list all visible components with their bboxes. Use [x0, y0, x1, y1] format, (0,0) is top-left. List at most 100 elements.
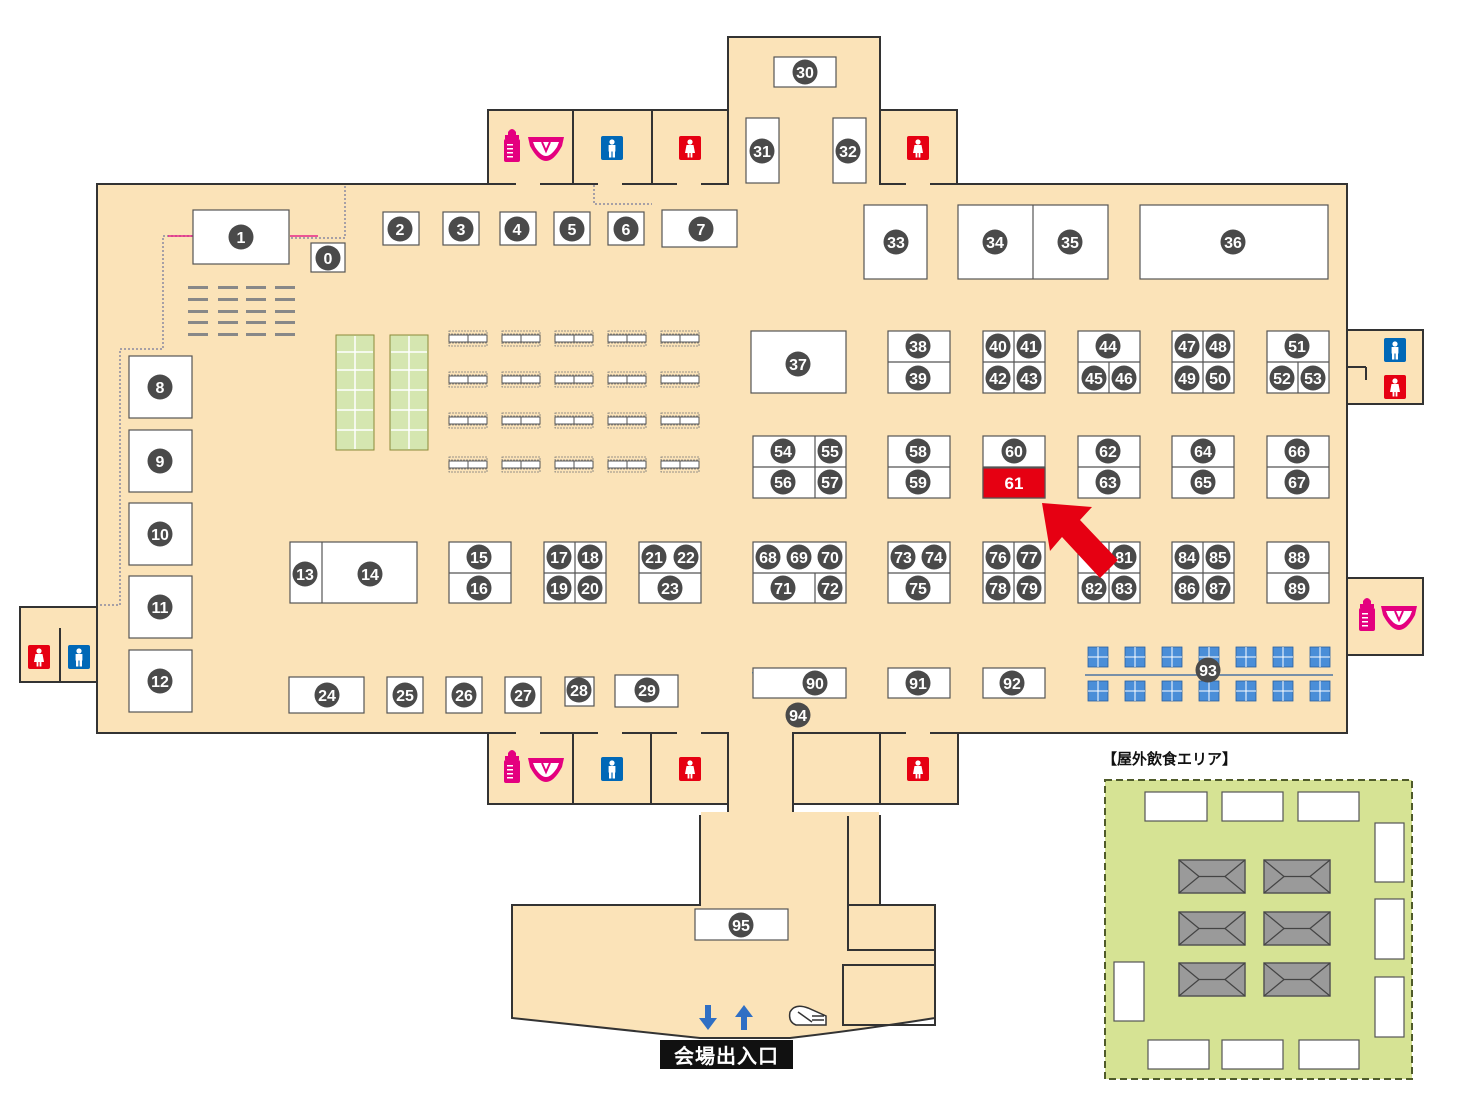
- booth-66-marker[interactable]: 66: [1284, 438, 1310, 464]
- booth-91-marker[interactable]: 91: [905, 670, 931, 696]
- booth-74-circle: [921, 544, 947, 570]
- booth-32-marker[interactable]: 32: [835, 138, 861, 164]
- booth-51-marker[interactable]: 51: [1284, 333, 1310, 359]
- booth-50-marker[interactable]: 50: [1205, 365, 1231, 391]
- booth-78-marker[interactable]: 78: [985, 575, 1011, 601]
- booth-52-marker[interactable]: 52: [1269, 365, 1295, 391]
- booth-36-marker[interactable]: 36: [1220, 229, 1246, 255]
- booth-35-marker[interactable]: 35: [1057, 229, 1083, 255]
- booth-17-marker[interactable]: 17: [546, 544, 572, 570]
- booth-11-marker[interactable]: 11: [147, 594, 173, 620]
- booth-19-marker[interactable]: 19: [546, 575, 572, 601]
- booth-54-marker[interactable]: 54: [770, 438, 796, 464]
- booth-69-marker[interactable]: 69: [786, 544, 812, 570]
- booth-44-marker[interactable]: 44: [1095, 333, 1121, 359]
- booth-62-marker[interactable]: 62: [1095, 438, 1121, 464]
- booth-23-marker[interactable]: 23: [657, 575, 683, 601]
- booth-5-marker[interactable]: 5: [559, 216, 585, 242]
- booth-72-marker[interactable]: 72: [817, 575, 843, 601]
- booth-21-marker[interactable]: 21: [641, 544, 667, 570]
- booth-13-marker[interactable]: 13: [292, 561, 318, 587]
- booth-8-marker[interactable]: 8: [147, 374, 173, 400]
- booth-64-marker[interactable]: 64: [1190, 438, 1216, 464]
- booth-41-marker[interactable]: 41: [1016, 333, 1042, 359]
- booth-15-marker[interactable]: 15: [466, 544, 492, 570]
- booth-57-marker[interactable]: 57: [817, 469, 843, 495]
- booth-48-marker[interactable]: 48: [1205, 333, 1231, 359]
- booth-9-marker[interactable]: 9: [147, 448, 173, 474]
- booth-16-marker[interactable]: 16: [466, 575, 492, 601]
- booth-90-marker[interactable]: 90: [802, 670, 828, 696]
- booth-7-marker[interactable]: 7: [688, 216, 714, 242]
- booth-49-marker[interactable]: 49: [1174, 365, 1200, 391]
- booth-6-marker[interactable]: 6: [613, 216, 639, 242]
- booth-76-marker[interactable]: 76: [985, 544, 1011, 570]
- booth-92-marker[interactable]: 92: [999, 670, 1025, 696]
- booth-88-marker[interactable]: 88: [1284, 544, 1310, 570]
- booth-43-marker[interactable]: 43: [1016, 365, 1042, 391]
- booth-86-marker[interactable]: 86: [1174, 575, 1200, 601]
- booth-83-marker[interactable]: 83: [1111, 575, 1137, 601]
- booth-10-marker[interactable]: 10: [147, 521, 173, 547]
- booth-0-marker[interactable]: 0: [315, 245, 341, 271]
- booth-94-marker[interactable]: 94: [785, 702, 811, 728]
- booth-20-marker[interactable]: 20: [577, 575, 603, 601]
- booth-9-label: 9: [156, 454, 165, 471]
- booth-74-marker[interactable]: 74: [921, 544, 947, 570]
- booth-27-marker[interactable]: 27: [510, 682, 536, 708]
- booth-68-marker[interactable]: 68: [755, 544, 781, 570]
- booth-25-marker[interactable]: 25: [392, 682, 418, 708]
- booth-28-marker[interactable]: 28: [566, 677, 592, 703]
- booth-42-marker[interactable]: 42: [985, 365, 1011, 391]
- booth-3-marker[interactable]: 3: [448, 216, 474, 242]
- booth-22-marker[interactable]: 22: [673, 544, 699, 570]
- booth-79-marker[interactable]: 79: [1016, 575, 1042, 601]
- booth-46-marker[interactable]: 46: [1111, 365, 1137, 391]
- booth-70-marker[interactable]: 70: [817, 544, 843, 570]
- booth-84-marker[interactable]: 84: [1174, 544, 1200, 570]
- booth-4-marker[interactable]: 4: [504, 216, 530, 242]
- booth-24-marker[interactable]: 24: [314, 682, 340, 708]
- booth-12-marker[interactable]: 12: [147, 668, 173, 694]
- booth-73-marker[interactable]: 73: [890, 544, 916, 570]
- booth-14-marker[interactable]: 14: [357, 561, 383, 587]
- booth-1-marker[interactable]: 1: [228, 224, 254, 250]
- booth-89-marker[interactable]: 89: [1284, 575, 1310, 601]
- booth-9-circle: [147, 448, 173, 474]
- booth-77-marker[interactable]: 77: [1016, 544, 1042, 570]
- booth-45-marker[interactable]: 45: [1081, 365, 1107, 391]
- booth-55-marker[interactable]: 55: [817, 438, 843, 464]
- booth-33-marker[interactable]: 33: [883, 229, 909, 255]
- booth-82-marker[interactable]: 82: [1081, 575, 1107, 601]
- booth-61-marker[interactable]: 61: [1005, 474, 1024, 493]
- booth-30-marker[interactable]: 30: [792, 59, 818, 85]
- booth-38-marker[interactable]: 38: [905, 333, 931, 359]
- booth-65-marker[interactable]: 65: [1190, 469, 1216, 495]
- booth-95-marker[interactable]: 95: [728, 912, 754, 938]
- booth-29-marker[interactable]: 29: [634, 677, 660, 703]
- booth-34-marker[interactable]: 34: [982, 229, 1008, 255]
- booth-85-marker[interactable]: 85: [1205, 544, 1231, 570]
- booth-37-marker[interactable]: 37: [785, 351, 811, 377]
- booth-81-marker[interactable]: 81: [1111, 544, 1137, 570]
- booth-63-marker[interactable]: 63: [1095, 469, 1121, 495]
- booth-61-highlight[interactable]: [982, 467, 1046, 499]
- booth-75-marker[interactable]: 75: [905, 575, 931, 601]
- booth-87-marker[interactable]: 87: [1205, 575, 1231, 601]
- booth-40-marker[interactable]: 40: [985, 333, 1011, 359]
- booth-18-marker[interactable]: 18: [577, 544, 603, 570]
- booth-56-marker[interactable]: 56: [770, 469, 796, 495]
- booth-59-marker[interactable]: 59: [905, 469, 931, 495]
- booth-93-marker[interactable]: 93: [1195, 657, 1221, 683]
- booth-67-marker[interactable]: 67: [1284, 469, 1310, 495]
- booth-26-marker[interactable]: 26: [451, 682, 477, 708]
- booth-63-circle: [1095, 469, 1121, 495]
- booth-71-marker[interactable]: 71: [770, 575, 796, 601]
- booth-2-marker[interactable]: 2: [387, 216, 413, 242]
- booth-53-marker[interactable]: 53: [1300, 365, 1326, 391]
- booth-31-marker[interactable]: 31: [749, 138, 775, 164]
- booth-60-marker[interactable]: 60: [1001, 438, 1027, 464]
- booth-39-marker[interactable]: 39: [905, 365, 931, 391]
- booth-47-marker[interactable]: 47: [1174, 333, 1200, 359]
- booth-58-marker[interactable]: 58: [905, 438, 931, 464]
